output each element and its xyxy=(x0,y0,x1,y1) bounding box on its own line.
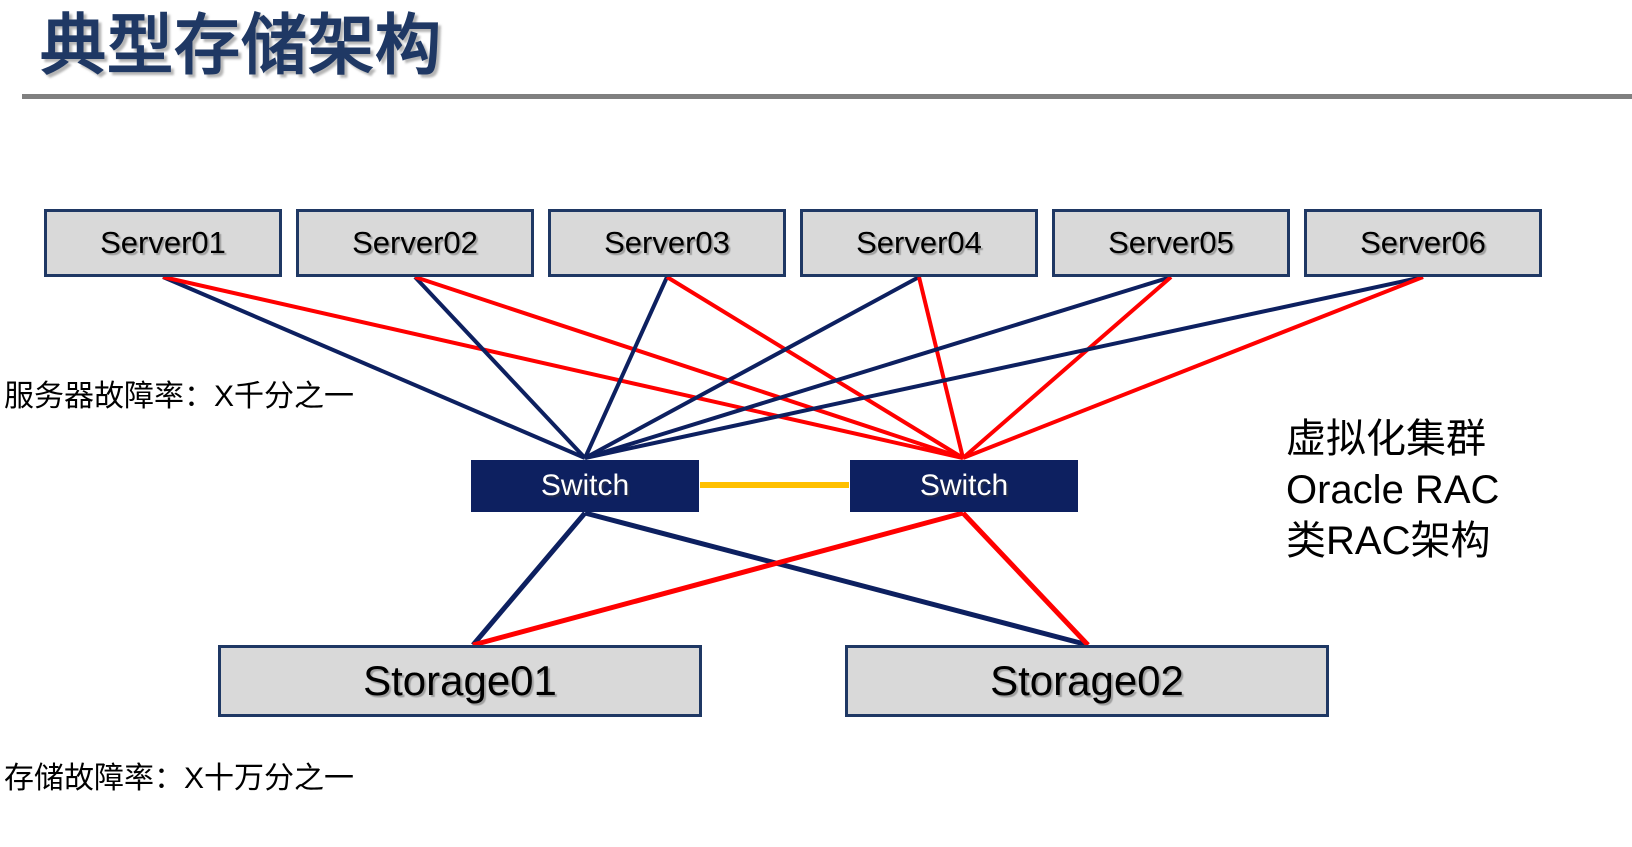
server-node-2[interactable]: Server02 xyxy=(296,209,534,277)
link-server04-to-switch-left xyxy=(584,275,920,460)
link-switch-left-to-storage01 xyxy=(471,511,587,647)
server-failure-rate-label: 服务器故障率：X千分之一 xyxy=(4,380,355,413)
link-switch-right-to-storage02 xyxy=(961,511,1090,647)
server-node-5[interactable]: Server05 xyxy=(1052,209,1290,277)
server-node-6-label: Server06 xyxy=(1360,225,1486,260)
link-server06-to-switch-right xyxy=(962,275,1424,460)
server-node-2-label: Server02 xyxy=(352,225,478,260)
cluster-note-line-2: Oracle RAC xyxy=(1286,468,1500,512)
server-node-4[interactable]: Server04 xyxy=(800,209,1038,277)
storage-node-1-label: Storage01 xyxy=(363,657,557,704)
link-server01-to-switch-right xyxy=(162,275,964,460)
server-to-switch-links xyxy=(162,275,1424,460)
server-node-4-label: Server04 xyxy=(856,225,982,260)
storage-failure-rate-label: 存储故障率：X十万分之一 xyxy=(4,762,355,795)
switch-node-1[interactable]: Switch xyxy=(471,460,699,512)
switch-node-2-label: Switch xyxy=(919,469,1009,502)
server-node-5-label: Server05 xyxy=(1108,225,1234,260)
server-node-3[interactable]: Server03 xyxy=(548,209,786,277)
cluster-note-line-1: 虚拟化集群 xyxy=(1286,417,1486,461)
server-node-3-label: Server03 xyxy=(604,225,730,260)
server-node-1[interactable]: Server01 xyxy=(44,209,282,277)
link-server03-to-switch-left xyxy=(583,276,669,459)
storage-node-2[interactable]: Storage02 xyxy=(845,645,1329,717)
page-title: 典型存储架构 xyxy=(40,8,442,82)
link-switch-right-to-storage01 xyxy=(472,510,964,648)
link-server01-to-switch-left xyxy=(162,275,586,460)
link-server02-to-switch-right xyxy=(414,275,964,460)
server-node-6[interactable]: Server06 xyxy=(1304,209,1542,277)
link-server05-to-switch-left xyxy=(584,275,1172,460)
link-server05-to-switch-right xyxy=(961,275,1173,460)
storage-node-1[interactable]: Storage01 xyxy=(218,645,702,717)
switch-node-1-label: Switch xyxy=(540,469,630,502)
link-server03-to-switch-right xyxy=(665,275,965,460)
title-divider xyxy=(22,94,1632,99)
storage-node-2-label: Storage02 xyxy=(990,657,1184,704)
link-server06-to-switch-left xyxy=(584,275,1424,460)
server-node-1-label: Server01 xyxy=(100,225,226,260)
link-switch-left-to-storage02 xyxy=(584,510,1089,648)
cluster-note-block: 虚拟化集群 Oracle RAC 类RAC架构 xyxy=(1286,414,1499,567)
switch-to-storage-links xyxy=(471,510,1090,648)
link-server02-to-switch-left xyxy=(413,275,587,460)
cluster-note-line-3: 类RAC架构 xyxy=(1286,519,1491,563)
switch-node-2[interactable]: Switch xyxy=(850,460,1078,512)
link-server04-to-switch-right xyxy=(917,276,965,459)
